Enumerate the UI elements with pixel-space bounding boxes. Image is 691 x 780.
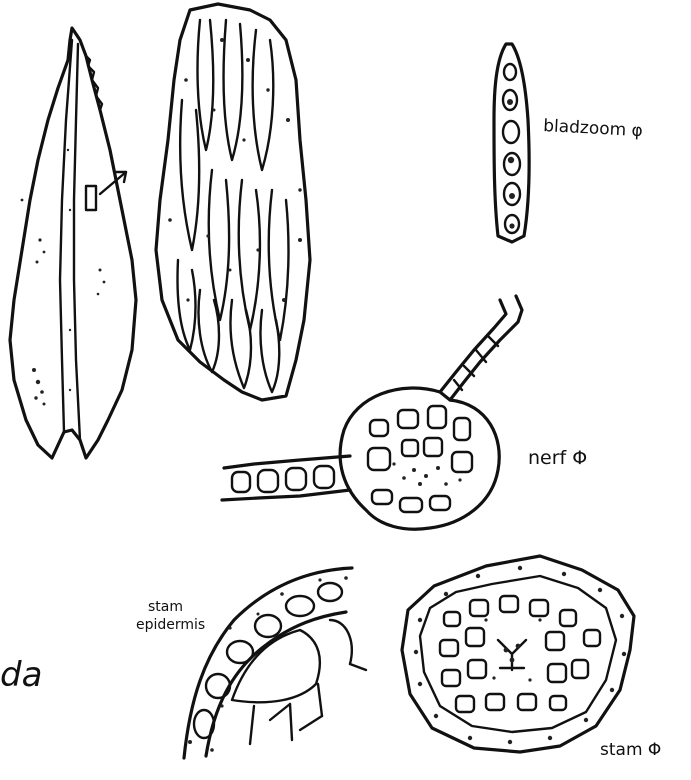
- label-midrib-cross-section: nerf Φ: [528, 447, 587, 469]
- leaf-outline-drawing: [10, 28, 136, 458]
- magnified-region-marker: [86, 186, 96, 210]
- label-stem-epidermis-line2: epidermis: [136, 617, 205, 633]
- label-stem-epidermis-line1: stam: [148, 599, 183, 615]
- label-leaf-blade-cross-section: bladzoom φ: [543, 116, 644, 141]
- stem-epidermis-drawing: [184, 568, 366, 758]
- stem-cross-section-drawing: [402, 556, 634, 752]
- cropped-handwritten-text: da: [0, 655, 42, 695]
- label-stem-cross-section: stam Φ: [600, 740, 661, 760]
- magnified-leaf-cells-drawing: [156, 4, 310, 400]
- leaf-blade-cross-section-drawing: [494, 44, 529, 242]
- midrib-cross-section-drawing: [222, 296, 522, 529]
